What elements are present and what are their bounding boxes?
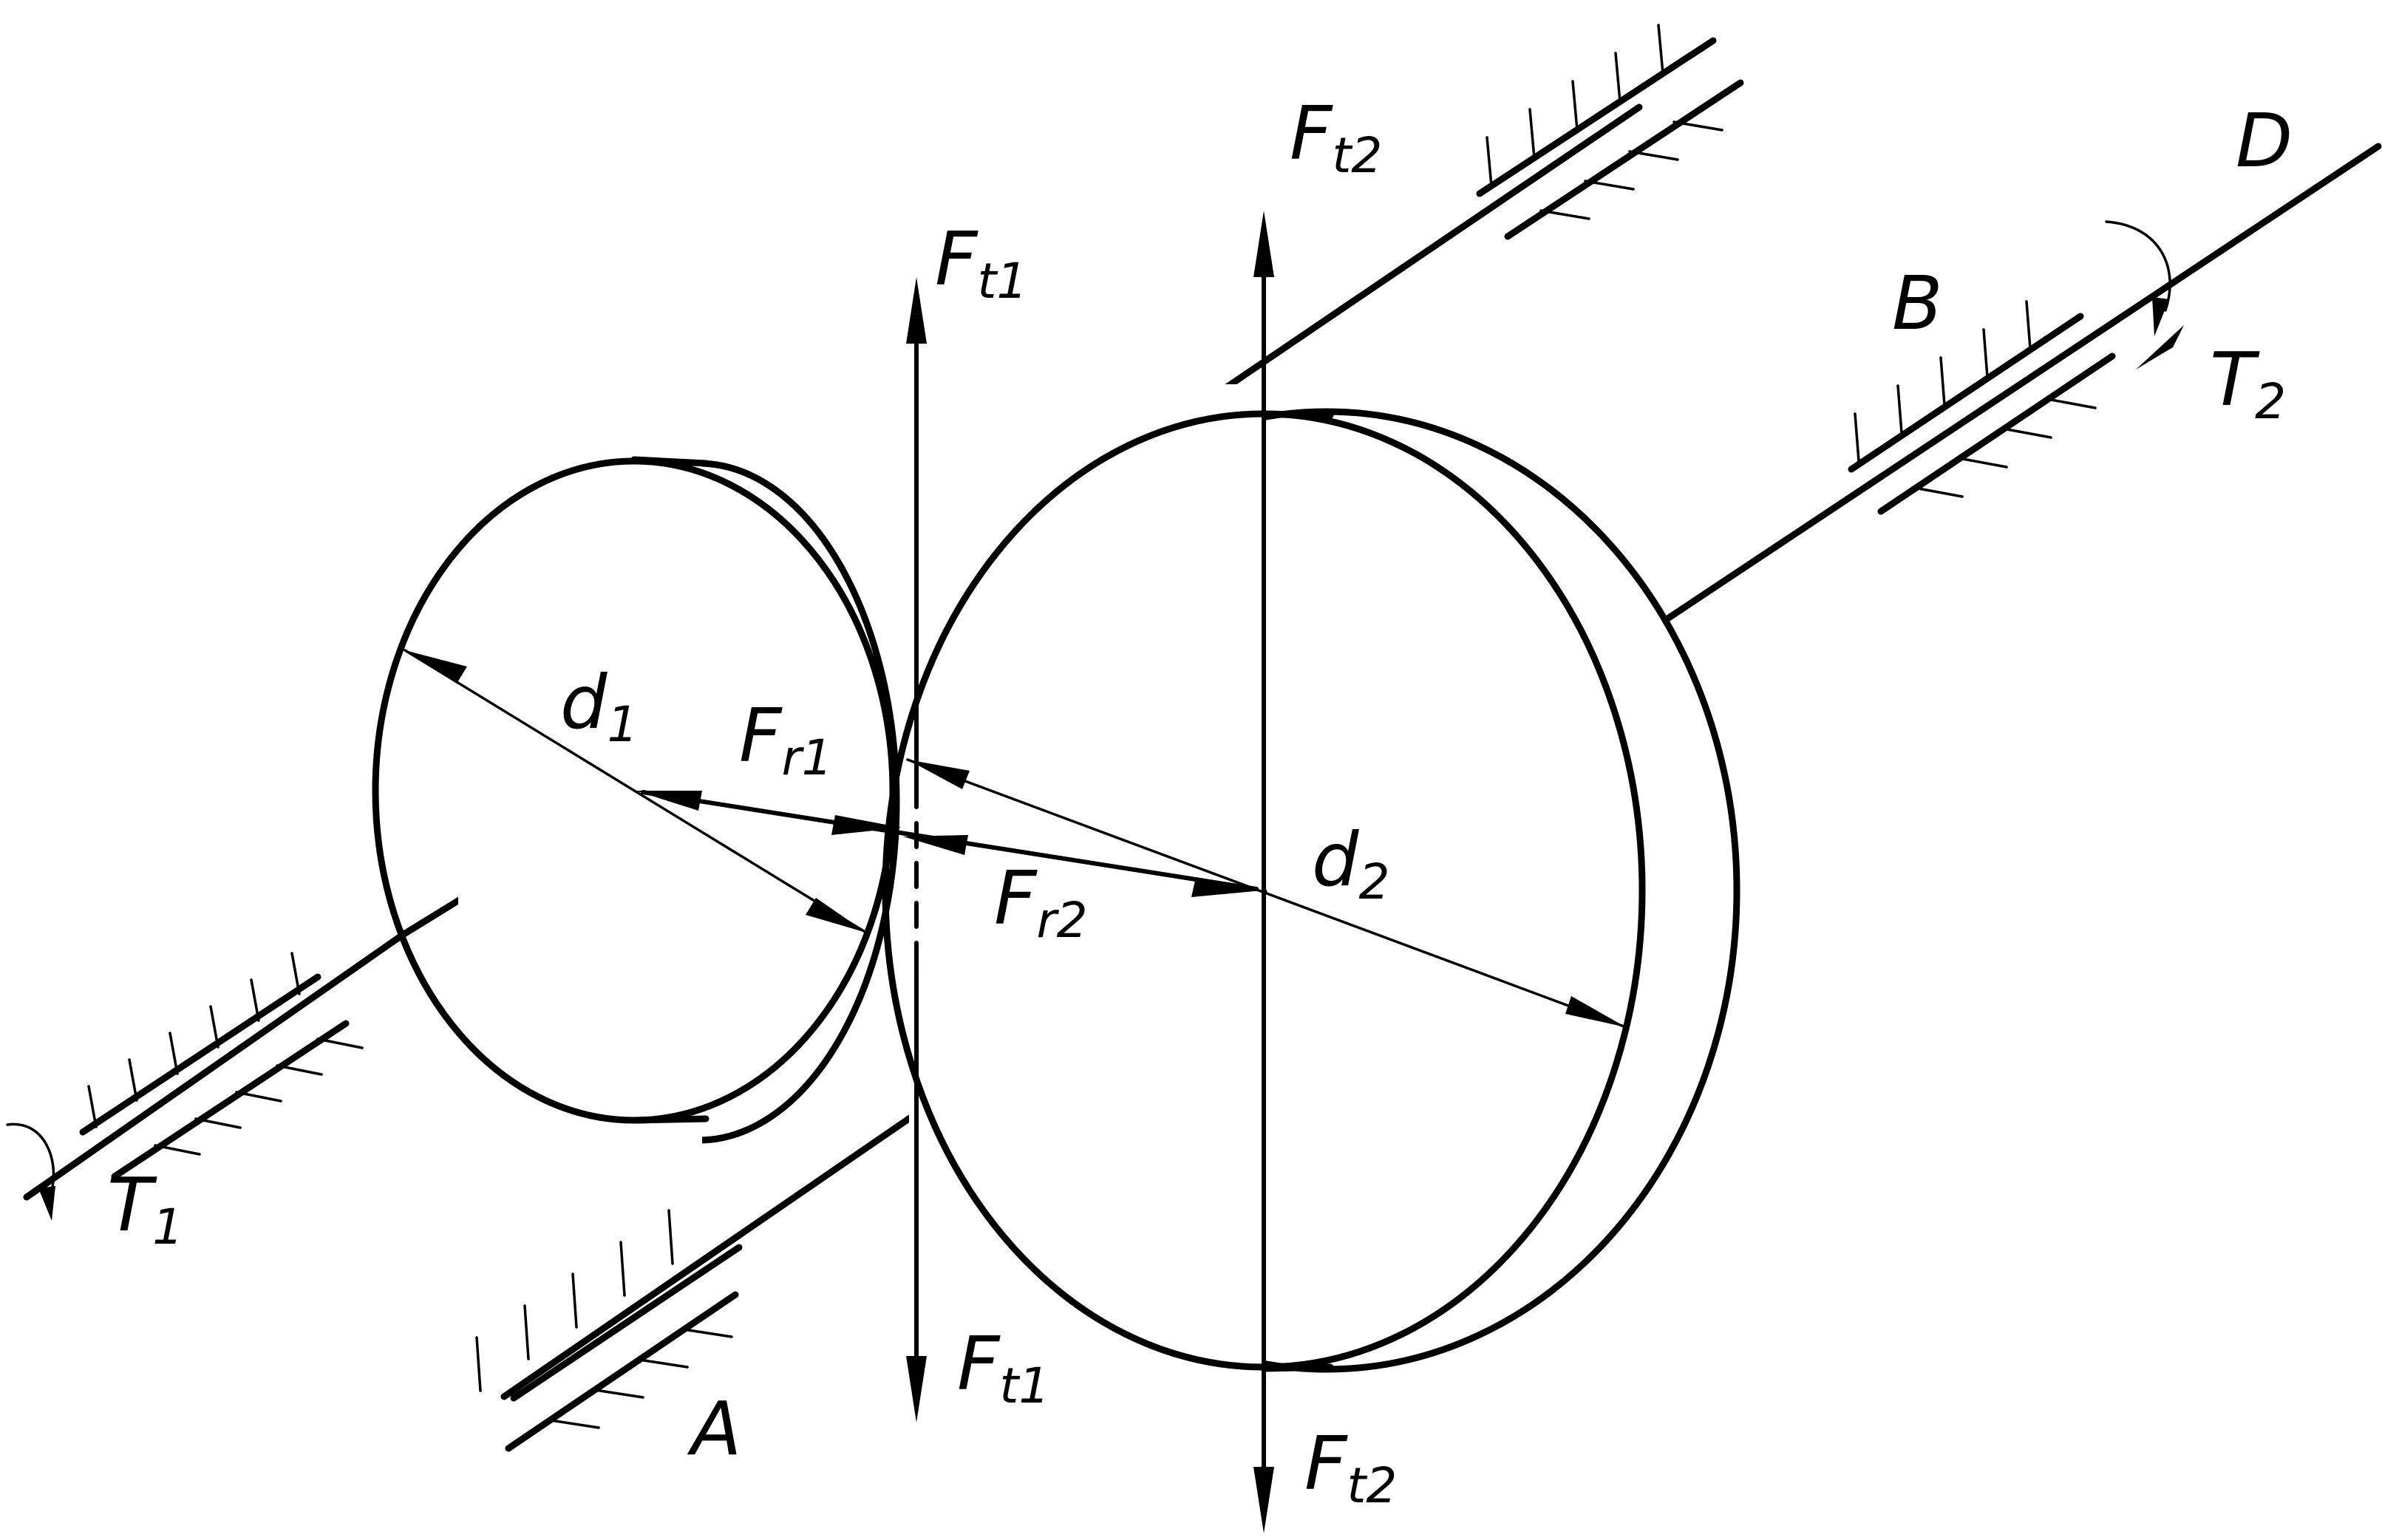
bearing-a — [475, 1209, 743, 1452]
label-ft1-bottom: Ft1 — [957, 1321, 1049, 1414]
output-axis-arrow — [2136, 325, 2184, 369]
label-t1: T1 — [107, 1162, 183, 1255]
fr1-arrow-left — [636, 791, 702, 811]
label-fr2: Fr2 — [994, 855, 1088, 949]
ft2-force-line — [1253, 211, 1274, 1533]
d2-dimension — [906, 758, 1627, 1029]
label-ft2-bottom: Ft2 — [1304, 1420, 1397, 1514]
axis-arrow-icon — [2136, 325, 2184, 369]
small-gear — [372, 443, 900, 1175]
label-fr1: Fr1 — [739, 692, 833, 786]
bearing-upper — [1476, 24, 1744, 240]
bearing-input-left — [79, 952, 364, 1180]
d1-arrow-end — [806, 898, 866, 933]
fr1-arrow-right — [831, 815, 902, 835]
d2-arrow-end — [1565, 996, 1626, 1027]
bearing-b — [1848, 300, 2116, 515]
d2-arrow-start — [908, 760, 970, 789]
ft2-up-arrow — [1253, 211, 1274, 277]
d1-dimension — [404, 649, 868, 934]
label-ft1-top: Ft1 — [935, 216, 1027, 310]
d1-arrow-start — [405, 650, 467, 684]
radial-force-line — [636, 790, 1262, 897]
ft1-force-line — [906, 277, 927, 1423]
torque-t2 — [2105, 220, 2171, 336]
ft1-down-arrow — [906, 1356, 927, 1423]
t2-arrow-icon — [2152, 297, 2169, 336]
label-d2: d2 — [1312, 817, 1389, 910]
fr2-arrow-right — [1191, 877, 1262, 897]
label-bearing-a: A — [687, 1386, 741, 1472]
label-ft2-top: Ft2 — [1290, 90, 1382, 184]
torque-t1 — [6, 1122, 55, 1221]
label-d1: d1 — [560, 659, 638, 753]
label-t2: T2 — [2210, 336, 2286, 430]
label-bearing-b: B — [1892, 260, 1943, 347]
ft1-up-arrow — [906, 277, 927, 344]
fr2-arrow-left — [903, 835, 968, 855]
ft2-down-arrow — [1253, 1467, 1274, 1533]
t1-arrow-icon — [38, 1186, 55, 1221]
label-point-d: D — [2236, 98, 2293, 184]
